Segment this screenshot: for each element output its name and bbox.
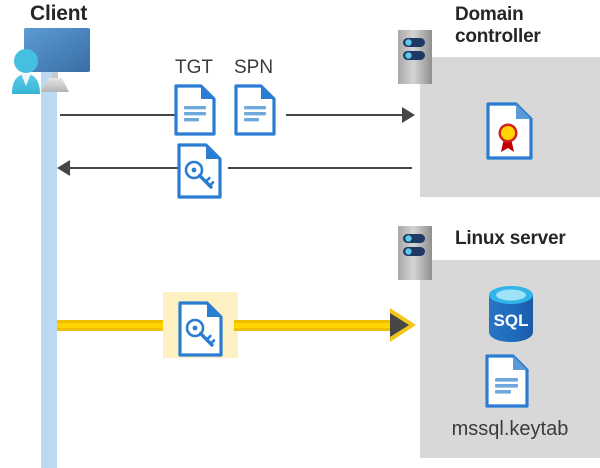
spn-document-icon	[234, 84, 276, 141]
key-document-icon-service-ticket	[178, 301, 224, 362]
linux-server-icon	[398, 226, 432, 280]
domain-controller-title: Domain controller	[455, 4, 541, 48]
service-ticket-line-left-core	[57, 323, 167, 328]
linux-server-title: Linux server	[455, 228, 566, 249]
keytab-filename-label: mssql.keytab	[451, 418, 569, 440]
response-line-left	[68, 167, 180, 169]
sql-database-icon: SQL	[483, 282, 539, 351]
certificate-document-icon	[486, 102, 534, 165]
response-line-right	[228, 167, 412, 169]
client-computer-user-icon	[4, 26, 100, 96]
keytab-document-icon	[485, 354, 529, 413]
client-title: Client	[30, 2, 88, 25]
tgt-document-icon	[174, 84, 216, 141]
key-document-icon-response	[177, 143, 223, 204]
service-ticket-line-right-core	[234, 323, 402, 328]
request-line-left	[60, 114, 180, 116]
domain-controller-server-icon	[398, 30, 432, 84]
service-ticket-arrowhead	[390, 313, 409, 337]
request-arrowhead	[402, 107, 415, 123]
response-arrowhead	[57, 160, 70, 176]
spn-label: SPN	[234, 57, 274, 78]
tgt-label: TGT	[175, 57, 213, 78]
sql-text: SQL	[494, 311, 529, 330]
client-lifeline	[41, 70, 57, 468]
request-line-right	[286, 114, 406, 116]
